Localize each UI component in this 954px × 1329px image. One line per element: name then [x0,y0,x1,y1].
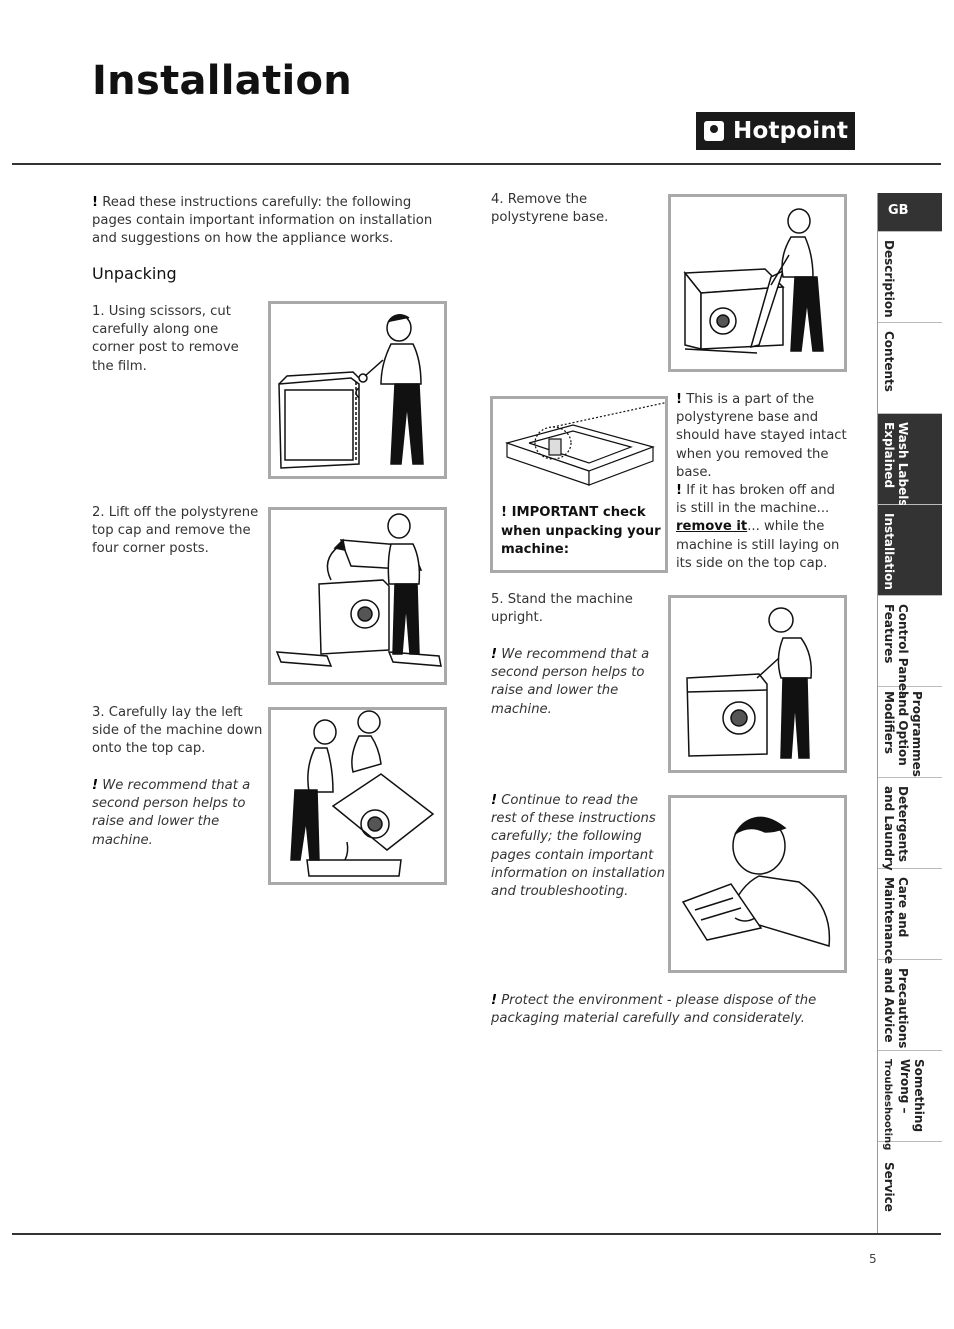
step-5-text: 5. Stand the machine upright. [491,592,633,626]
man-reading-icon [681,816,831,947]
unpacking-heading: Unpacking [92,264,177,283]
continue-note: ! Continue to read the rest of these ins… [491,793,665,900]
page-number: 5 [869,1252,877,1266]
broken-note: ! If it has broken off and is still in t… [676,483,840,571]
tab-wash-labels[interactable]: Wash Labels Explained [878,414,942,507]
important-box [490,396,668,573]
step-5-illustration [668,595,847,773]
step-4-text: 4. Remove the polystyrene base. [491,192,609,226]
tab-care-label: Care and Maintenance [882,877,910,965]
tab-control-panel[interactable]: Control Panel Features [878,596,942,695]
part-note: ! This is a part of the polystyrene base… [676,392,847,480]
tab-troubleshooting-small-label: Troubleshooting [882,1059,893,1151]
tab-care[interactable]: Care and Maintenance [878,869,942,964]
environment-note: ! Protect the environment - please dispo… [491,993,817,1027]
hotpoint-logo-mark-icon [704,121,724,141]
step-3-text: 3. Carefully lay the left side of the ma… [92,705,263,757]
tab-control-panel-label: Control Panel Features [882,604,910,696]
tab-service[interactable]: Service [878,1142,942,1234]
step-1-text: 1. Using scissors, cut carefully along o… [92,304,239,374]
lifting-top-cap-icon [275,513,442,667]
tab-detergents-label: Detergents and Laundry [882,786,910,871]
cutting-film-icon [278,314,424,469]
hotpoint-logo: Hotpoint [696,112,855,150]
tab-installation[interactable]: Installation [878,505,942,596]
step-3-note: ! We recommend that a second person help… [92,778,251,848]
reading-illustration [668,795,847,973]
laying-machine-down-icon [290,710,435,877]
removing-base-icon [683,208,824,354]
step-1-illustration [268,301,447,479]
step-4-illustration [668,194,847,372]
page-title: Installation [92,58,353,104]
tab-precautions[interactable]: Precautions and Advice [878,960,942,1051]
tab-installation-label: Installation [882,513,896,590]
intro-text: ! Read these instructions carefully: the… [92,195,433,247]
tab-detergents[interactable]: Detergents and Laundry [878,778,942,871]
tab-programmes[interactable]: Programmes and Option Modifiers [878,687,942,778]
tab-service-label: Service [882,1162,896,1212]
tab-contents[interactable]: Contents [878,323,942,414]
tab-description[interactable]: Description [878,232,942,323]
step-3-illustration [268,707,447,885]
header-rule [12,163,941,165]
tab-troubleshooting-label: Something Wrong – [898,1059,926,1133]
step-2-text: 2. Lift off the polystyrene top cap and … [92,505,259,557]
important-label: ! IMPORTANT check when unpacking your ma… [501,505,661,557]
tab-programmes-label: Programmes and Option Modifiers [882,691,924,777]
tab-gb-label: GB [888,203,909,218]
tab-wash-labels-label: Wash Labels Explained [882,422,910,507]
step-2-illustration [268,507,447,685]
footer-rule [12,1233,941,1235]
tab-gb[interactable]: GB [878,193,942,232]
tab-contents-label: Contents [882,331,896,392]
remove-it-emphasis: remove it [676,519,748,535]
hotpoint-logo-text: Hotpoint [733,118,849,144]
tab-troubleshooting[interactable]: Troubleshooting Something Wrong – [878,1051,942,1150]
machine-upright-icon [686,607,813,759]
tab-precautions-label: Precautions and Advice [882,968,910,1049]
side-navigation: GB Description Contents Wash Labels Expl… [877,193,943,1234]
polystyrene-base-icon [504,402,665,486]
tab-description-label: Description [882,240,896,318]
step-5-note: ! We recommend that a second person help… [491,647,650,717]
